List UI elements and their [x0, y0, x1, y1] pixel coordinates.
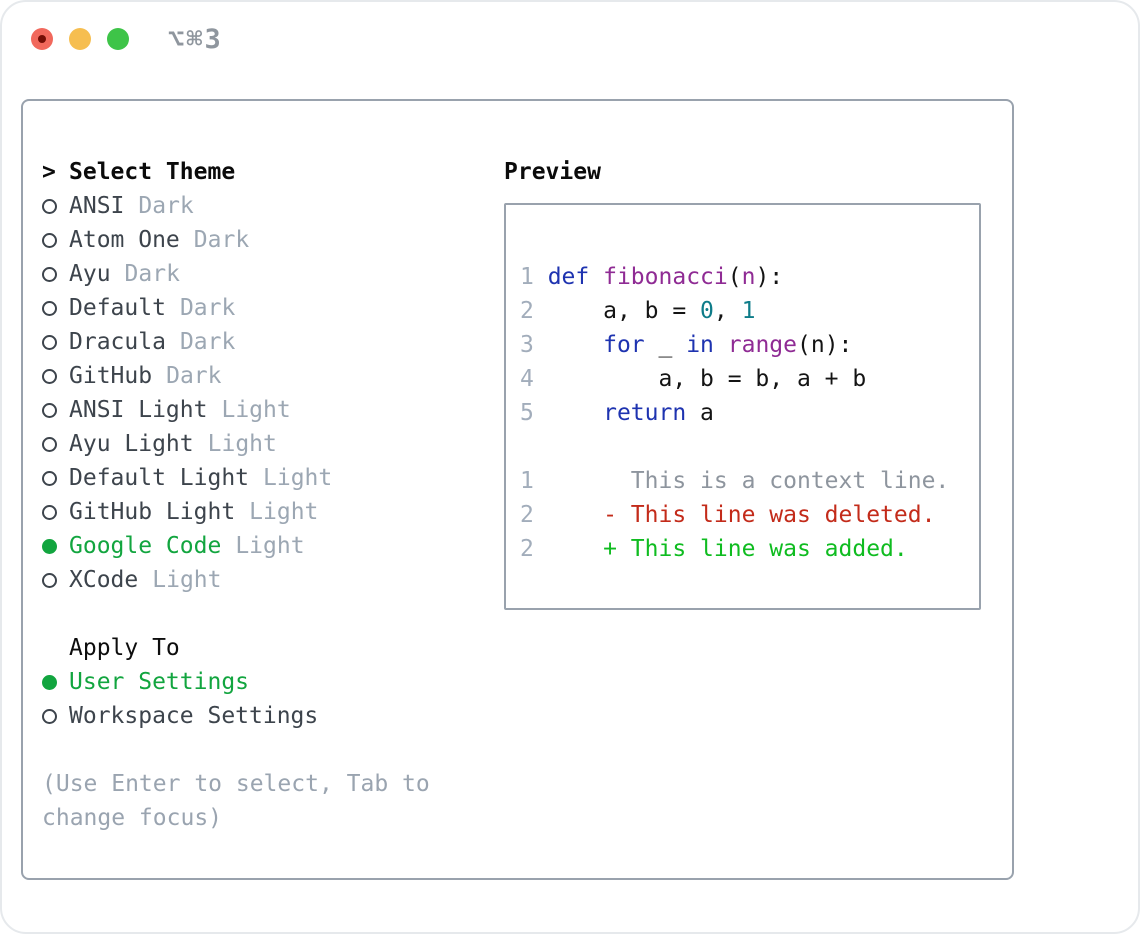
theme-variant-tag: Light: [221, 397, 291, 423]
titlebar: ⌥⌘3: [2, 2, 1138, 77]
radio-selected-icon: [42, 674, 57, 690]
theme-variant-tag: Dark: [179, 329, 236, 355]
line-number: 3: [520, 332, 548, 358]
radio-icon: [42, 402, 57, 418]
radio-icon: [42, 232, 57, 248]
theme-option-label: ANSI Light: [69, 397, 208, 423]
preview-line: 2 a, b = 0, 1: [520, 298, 756, 324]
theme-variant-tag: Dark: [166, 363, 222, 389]
theme-variant-tag: Dark: [124, 261, 180, 287]
theme-option-label: ANSI: [69, 193, 125, 219]
close-dot-icon: [38, 35, 46, 43]
theme-option-label: Default: [69, 295, 166, 321]
apply-to-header: Apply To: [42, 631, 492, 665]
theme-option-label: Google Code: [69, 533, 222, 559]
preview-line: 1 This is a context line.: [520, 468, 950, 494]
theme-option-default-light-light[interactable]: Default Light Light: [42, 461, 492, 495]
theme-variant-tag: Light: [207, 431, 277, 457]
help-text: (Use Enter to select, Tab to change focu…: [42, 771, 430, 831]
theme-option-label: Atom One: [69, 227, 180, 253]
apply-option-label: Workspace Settings: [69, 703, 319, 729]
radio-icon: [42, 300, 57, 316]
apply-option-label: User Settings: [69, 669, 250, 695]
radio-icon: [42, 266, 57, 282]
preview-line: 2 - This line was deleted.: [520, 502, 936, 528]
preview-line: 1 def fibonacci(n):: [520, 264, 784, 290]
spacer: [42, 733, 492, 767]
theme-variant-tag: Light: [249, 499, 319, 525]
theme-option-google-code-light[interactable]: Google Code Light: [42, 529, 492, 563]
radio-icon: [42, 368, 57, 384]
theme-list-title: Select Theme: [69, 159, 236, 185]
radio-icon: [42, 504, 57, 520]
apply-option-user-settings[interactable]: User Settings: [42, 665, 492, 699]
radio-icon: [42, 334, 57, 350]
preview-box: 1 def fibonacci(n): 2 a, b = 0, 1 3 for _ …: [504, 203, 981, 610]
blank-line: [520, 430, 971, 464]
theme-option-label: Dracula: [69, 329, 166, 355]
theme-option-github-dark[interactable]: GitHub Dark: [42, 359, 492, 393]
line-number: 4: [520, 366, 548, 392]
preview-line: 5 return a: [520, 400, 714, 426]
radio-selected-icon: [42, 538, 57, 554]
theme-option-default-dark[interactable]: Default Dark: [42, 291, 492, 325]
theme-option-ayu-dark[interactable]: Ayu Dark: [42, 257, 492, 291]
theme-option-label: GitHub Light: [69, 499, 236, 525]
preview-line: 2 + This line was added.: [520, 536, 908, 562]
preview-pane: Preview 1 def fibonacci(n): 2 a, b = 0, 1…: [504, 155, 999, 610]
theme-option-label: Ayu Light: [69, 431, 194, 457]
theme-option-github-light-light[interactable]: GitHub Light Light: [42, 495, 492, 529]
theme-list-header: > Select Theme: [42, 155, 492, 189]
line-number: 5: [520, 400, 548, 426]
radio-icon: [42, 436, 57, 452]
theme-option-dracula-dark[interactable]: Dracula Dark: [42, 325, 492, 359]
close-button[interactable]: [31, 28, 53, 50]
preview-line: 3 for _ in range(n):: [520, 332, 853, 358]
theme-variant-tag: Light: [152, 567, 222, 593]
theme-variant-tag: Dark: [193, 227, 250, 253]
spacer: [42, 597, 492, 631]
apply-option-workspace-settings[interactable]: Workspace Settings: [42, 699, 492, 733]
maximize-button[interactable]: [107, 28, 129, 50]
radio-icon: [42, 708, 57, 724]
theme-option-ansi-light-light[interactable]: ANSI Light Light: [42, 393, 492, 427]
theme-option-label: XCode: [69, 567, 139, 593]
theme-variant-tag: Dark: [138, 193, 194, 219]
theme-option-label: Default Light: [69, 465, 250, 491]
theme-variant-tag: Dark: [179, 295, 236, 321]
line-number: 1: [520, 264, 548, 290]
theme-variant-tag: Light: [263, 465, 333, 491]
line-number: 2: [520, 536, 548, 562]
theme-option-label: GitHub: [69, 363, 153, 389]
radio-icon: [42, 572, 57, 588]
radio-icon: [42, 470, 57, 486]
preview-title: Preview: [504, 159, 601, 185]
theme-option-label: Ayu: [69, 261, 111, 287]
theme-option-xcode-light[interactable]: XCode Light: [42, 563, 492, 597]
line-number: 1: [520, 468, 548, 494]
line-number: 2: [520, 298, 548, 324]
preview-line: 4 a, b = b, a + b: [520, 366, 867, 392]
line-number: 2: [520, 502, 548, 528]
apply-to-title: Apply To: [69, 635, 180, 661]
radio-icon: [42, 198, 57, 214]
window-title: ⌥⌘3: [168, 24, 223, 55]
minimize-button[interactable]: [69, 28, 91, 50]
theme-option-atom-one-dark[interactable]: Atom One Dark: [42, 223, 492, 257]
theme-option-ansi-dark[interactable]: ANSI Dark: [42, 189, 492, 223]
theme-option-ayu-light-light[interactable]: Ayu Light Light: [42, 427, 492, 461]
theme-variant-tag: Light: [235, 533, 305, 559]
cursor-icon: >: [42, 159, 56, 185]
